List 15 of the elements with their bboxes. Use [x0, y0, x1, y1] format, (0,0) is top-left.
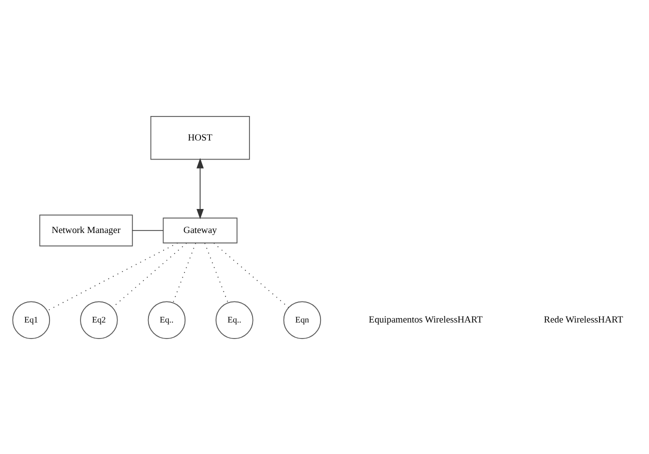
connector	[46, 242, 178, 311]
node-circle: Eq..	[148, 300, 186, 338]
label: Equipamentos WirelessHART	[368, 315, 483, 326]
node-circle: Eq1	[12, 300, 50, 338]
arrow	[196, 158, 204, 219]
connector	[213, 242, 290, 308]
connector	[172, 242, 196, 302]
node-circle: Eq2	[80, 300, 118, 338]
node-box: Network Manager	[39, 214, 133, 246]
connector	[204, 242, 228, 303]
node-box: HOST	[150, 116, 250, 160]
node-circle: Eqn	[283, 300, 322, 338]
node-circle: Eq..	[216, 300, 254, 338]
label: Rede WirelessHART	[544, 315, 624, 326]
node-box: Gateway	[162, 217, 238, 243]
